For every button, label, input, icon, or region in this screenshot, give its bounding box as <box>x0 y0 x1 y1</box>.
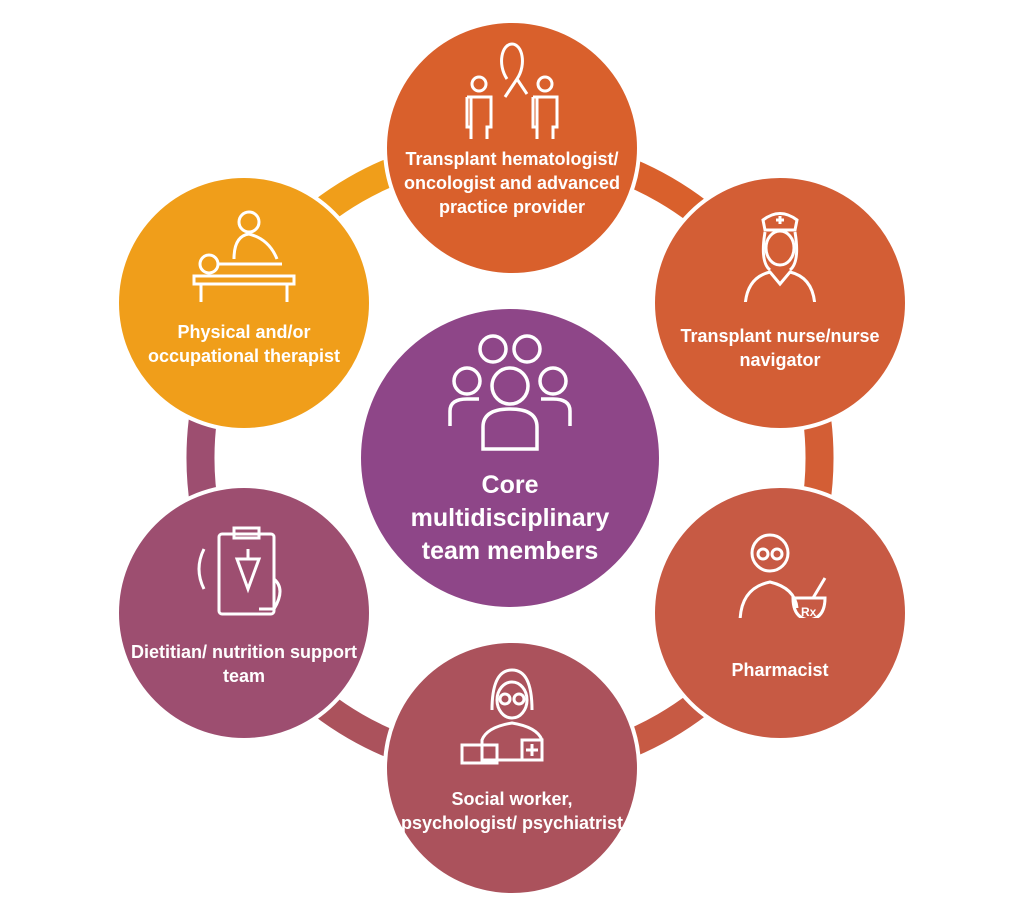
member-label: Physical and/or occupational therapist <box>147 322 341 366</box>
pharmacist-icon: Rx <box>738 533 827 618</box>
nurse-icon <box>743 212 817 302</box>
psychologist-icon <box>460 668 544 765</box>
member-nurse: Transplant nurse/nurse navigator <box>651 174 909 432</box>
member-label: Social worker, psychologist/ psychiatris… <box>400 789 624 833</box>
doctors-ribbon-icon <box>465 42 559 139</box>
core-team-center: Core multidisciplinary team members <box>357 305 663 611</box>
member-hematologist: Transplant hematologist/ oncologist and … <box>383 19 641 277</box>
member-dietitian: Dietitian/ nutrition support team <box>115 484 373 742</box>
team-icon <box>448 334 572 451</box>
member-label: Dietitian/ nutrition support team <box>131 642 357 686</box>
therapist-icon <box>192 210 296 302</box>
member-label: Transplant nurse/nurse navigator <box>680 326 880 370</box>
svg-text:Rx: Rx <box>801 605 817 618</box>
member-label: Transplant hematologist/ oncologist and … <box>403 149 621 217</box>
nutrition-icon <box>197 526 282 616</box>
member-pharmacist: Rx Pharmacist <box>651 484 909 742</box>
member-therapist: Physical and/or occupational therapist <box>115 174 373 432</box>
member-label: Pharmacist <box>731 660 829 680</box>
member-social-worker: Social worker, psychologist/ psychiatris… <box>383 639 641 897</box>
center-label: Core multidisciplinary team members <box>410 471 610 565</box>
